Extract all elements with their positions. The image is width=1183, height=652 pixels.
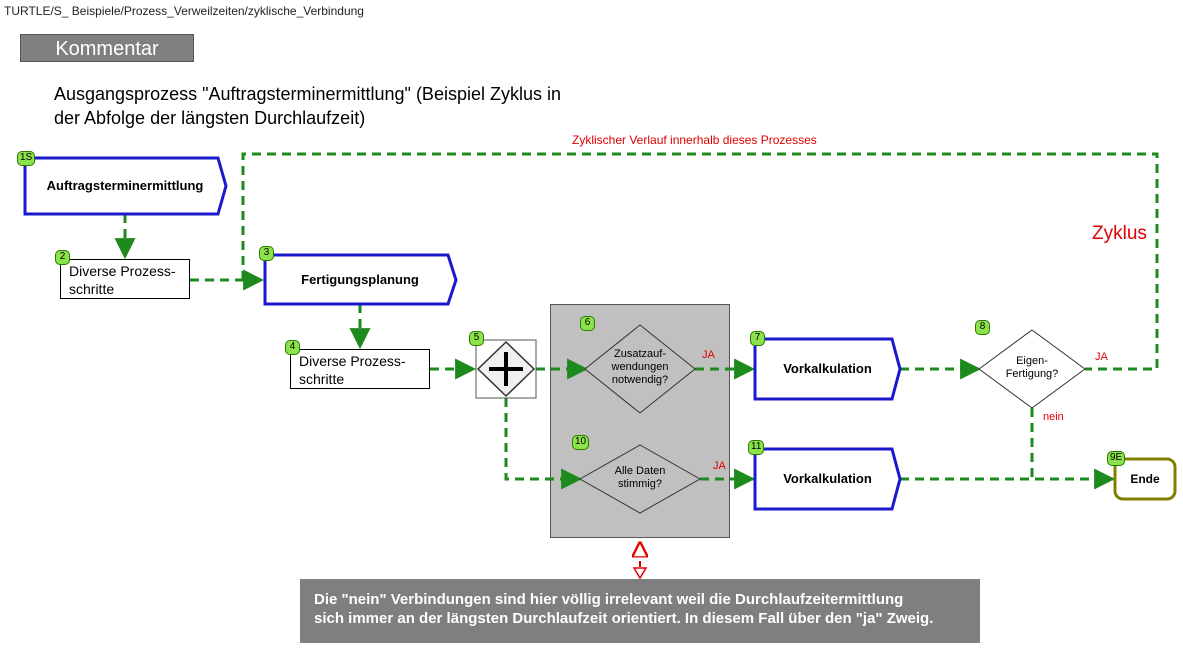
decision-zusatzaufwendungen[interactable]: Zusatzauf- wendungen notwendig? [592, 348, 688, 387]
process-auftragsterminermittlung[interactable]: Auftragsterminermittlung [46, 178, 204, 193]
process-vorkalkulation-11[interactable]: Vorkalkulation [783, 471, 872, 486]
node-badge-2: 2 [55, 250, 70, 265]
nein-label-8: nein [1043, 411, 1064, 423]
process-vorkalkulation-7[interactable]: Vorkalkulation [783, 361, 872, 376]
node-badge-6: 6 [580, 316, 595, 331]
node-badge-10: 10 [572, 435, 590, 450]
node-badge-8: 8 [975, 320, 990, 335]
process-shape-auftragsterminermittlung [23, 156, 228, 216]
note-line-2: sich immer an der längsten Durchlaufzeit… [314, 610, 934, 627]
process-steps-line-2: schritte [69, 281, 115, 297]
decision-line-2: Fertigung? [1005, 368, 1059, 380]
process-shape-vorkalkulation-7 [753, 337, 902, 401]
note-pointer-tail [632, 567, 648, 580]
ja-label-6: JA [702, 349, 715, 361]
decision-diamond-10 [578, 444, 702, 514]
decision-line-1: Eigen- [1016, 355, 1048, 367]
explanation-note: Die "nein" Verbindungen sind hier völlig… [300, 579, 980, 643]
note-line-1: Die "nein" Verbindungen sind hier völlig… [314, 591, 904, 608]
ja-label-10: JA [713, 460, 726, 472]
connector-cycle-return [241, 152, 1159, 371]
decision-line-1: Alle Daten [614, 465, 666, 477]
parallel-gateway[interactable] [476, 340, 536, 398]
process-steps-line-1: Diverse Prozess- [69, 263, 176, 279]
process-steps-line-2: schritte [299, 371, 345, 387]
decision-line-1: Zusatzauf- [614, 348, 666, 360]
node-badge-7: 7 [750, 331, 765, 346]
kommentar-button[interactable]: Kommentar [20, 34, 194, 62]
process-steps-box-4[interactable]: Diverse Prozess- schritte [290, 349, 430, 389]
node-badge-5: 5 [469, 331, 484, 346]
cycle-annotation: Zyklischer Verlauf innerhalb dieses Proz… [572, 133, 817, 147]
connector-5-10 [504, 398, 583, 490]
decision-line-2: wendungen [611, 361, 669, 373]
end-node[interactable]: Ende [1130, 472, 1160, 486]
decision-diamond-8 [978, 329, 1086, 409]
process-shape-vorkalkulation-11 [753, 447, 902, 511]
node-badge-3: 3 [259, 246, 274, 261]
process-steps-line-1: Diverse Prozess- [299, 353, 406, 369]
plus-icon [489, 352, 523, 386]
decision-eigenfertigung[interactable]: Eigen- Fertigung? [992, 355, 1072, 381]
node-badge-9e: 9E [1107, 451, 1126, 466]
decision-diamond-6 [584, 324, 696, 414]
node-badge-1: 1S [17, 151, 36, 166]
node-badge-11: 11 [748, 440, 765, 455]
process-fertigungsplanung[interactable]: Fertigungsplanung [301, 272, 419, 287]
breadcrumb-path: TURTLE/S_ Beispiele/Prozess_Verweilzeite… [4, 4, 364, 18]
process-shape-fertigungsplanung [263, 253, 458, 306]
diagram-heading: Ausgangsprozess "Auftragsterminermittlun… [54, 82, 634, 130]
ja-label-8: JA [1095, 351, 1108, 363]
heading-line-2: der Abfolge der längsten Durchlaufzeit) [54, 108, 366, 128]
decision-line-2: stimmig? [617, 478, 662, 490]
heading-line-1: Ausgangsprozess "Auftragsterminermittlun… [54, 84, 561, 104]
node-badge-4: 4 [285, 340, 300, 355]
process-steps-box-2[interactable]: Diverse Prozess- schritte [60, 259, 190, 299]
zyklus-label: Zyklus [1092, 223, 1147, 244]
decision-alle-daten-stimmig[interactable]: Alle Daten stimmig? [592, 465, 688, 491]
end-terminator-shape [1113, 457, 1177, 501]
decision-line-3: notwendig? [611, 374, 669, 386]
